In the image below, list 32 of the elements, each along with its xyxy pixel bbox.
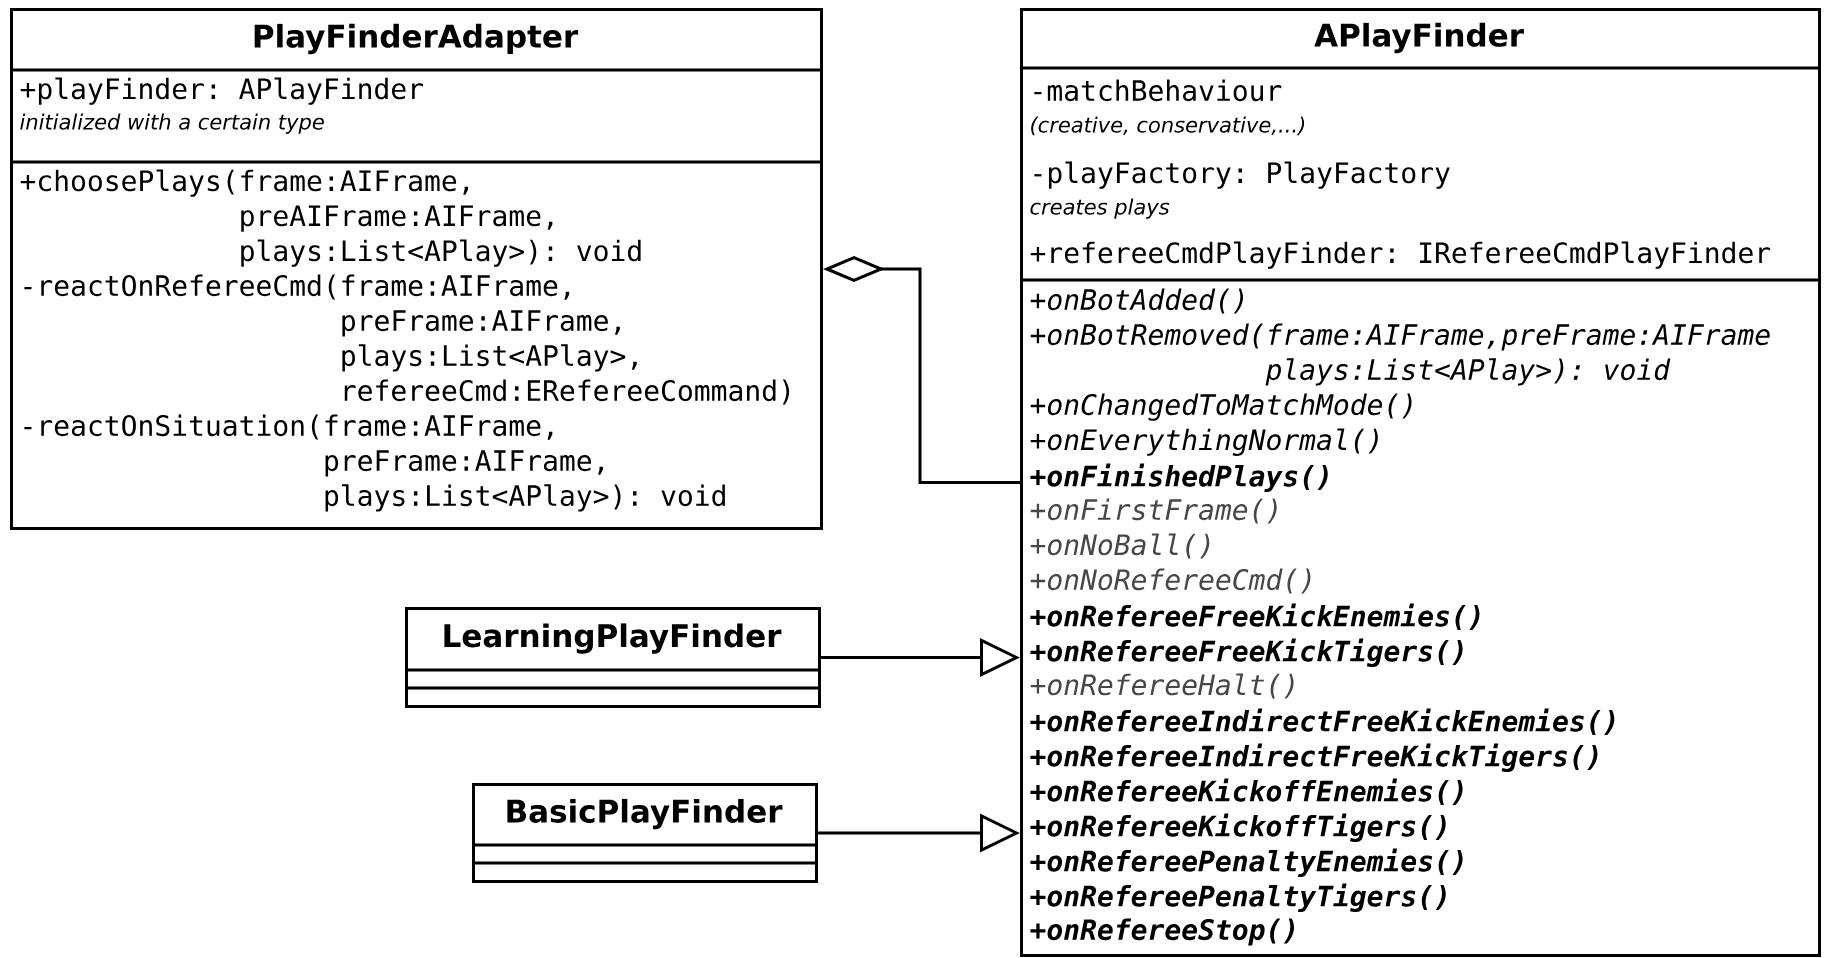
note: initialized with a certain type	[20, 113, 324, 134]
operation: +onNoBall()	[1030, 533, 1210, 559]
class-name: BasicPlayFinder	[507, 798, 783, 830]
operation: +onFirstFrame()	[1030, 498, 1277, 524]
operation: +onRefereeIndirectFreeKickTigers()	[1030, 743, 1598, 773]
class-name: LearningPlayFinder	[444, 623, 782, 654]
operation: -reactOnRefereeCmd(frame:AIFrame, preFrame:AIFrame, plays:List<APlay>, refereeCmd:ERefereeCommand)	[24, 274, 790, 405]
operation: +onRefereeKickoffTigers()	[1030, 813, 1446, 843]
operation: +onRefereeStop()	[1030, 918, 1294, 946]
operation: -reactOnSituation(frame:AIFrame, preFrame:AIFrame, plays:List<APlay>): void	[24, 414, 725, 512]
attribute: +refereeCmdPlayFinder: IRefereeCmdPlayFinder	[1030, 241, 1771, 269]
operation: +onEverythingNormal()	[1030, 428, 1378, 456]
attribute: -playFactory: PlayFactory	[1034, 161, 1450, 189]
operation: +onRefereeFreeKickEnemies()	[1030, 603, 1480, 630]
class-name: PlayFinderAdapter	[254, 23, 579, 55]
operation: +onBotAdded()	[1030, 288, 1243, 314]
operation: +onFinishedPlays()	[1030, 463, 1328, 493]
operation: +onChangedToMatchMode()	[1030, 393, 1412, 421]
operation: +onRefereeFreeKickTigers()	[1030, 638, 1463, 668]
note: creates plays	[1030, 198, 1170, 219]
operation: +onNoRefereeCmd()	[1030, 568, 1311, 594]
operation: +onRefereeIndirectFreeKickEnemies()	[1030, 708, 1615, 735]
operation: +onBotRemoved(frame:AIFrame,preFrame:AIFrame plays:List<APlay>): void	[1030, 323, 1770, 386]
attribute: -matchBehaviour	[1034, 79, 1282, 102]
note: (creative, conservative,...)	[1031, 116, 1305, 136]
operation: +onRefereePenaltyTigers()	[1030, 883, 1446, 913]
attribute: +playFinder: APlayFinder	[20, 77, 423, 105]
operation: +onRefereeKickoffEnemies()	[1030, 778, 1463, 805]
operation: +onRefereeHalt()	[1030, 673, 1294, 699]
class-name: APlayFinder	[1314, 22, 1524, 54]
operation: +onRefereePenaltyEnemies()	[1030, 848, 1463, 878]
operation: +choosePlays(frame:AIFrame, preAIFrame:AIFrame, plays:List<APlay>): void	[20, 169, 641, 267]
